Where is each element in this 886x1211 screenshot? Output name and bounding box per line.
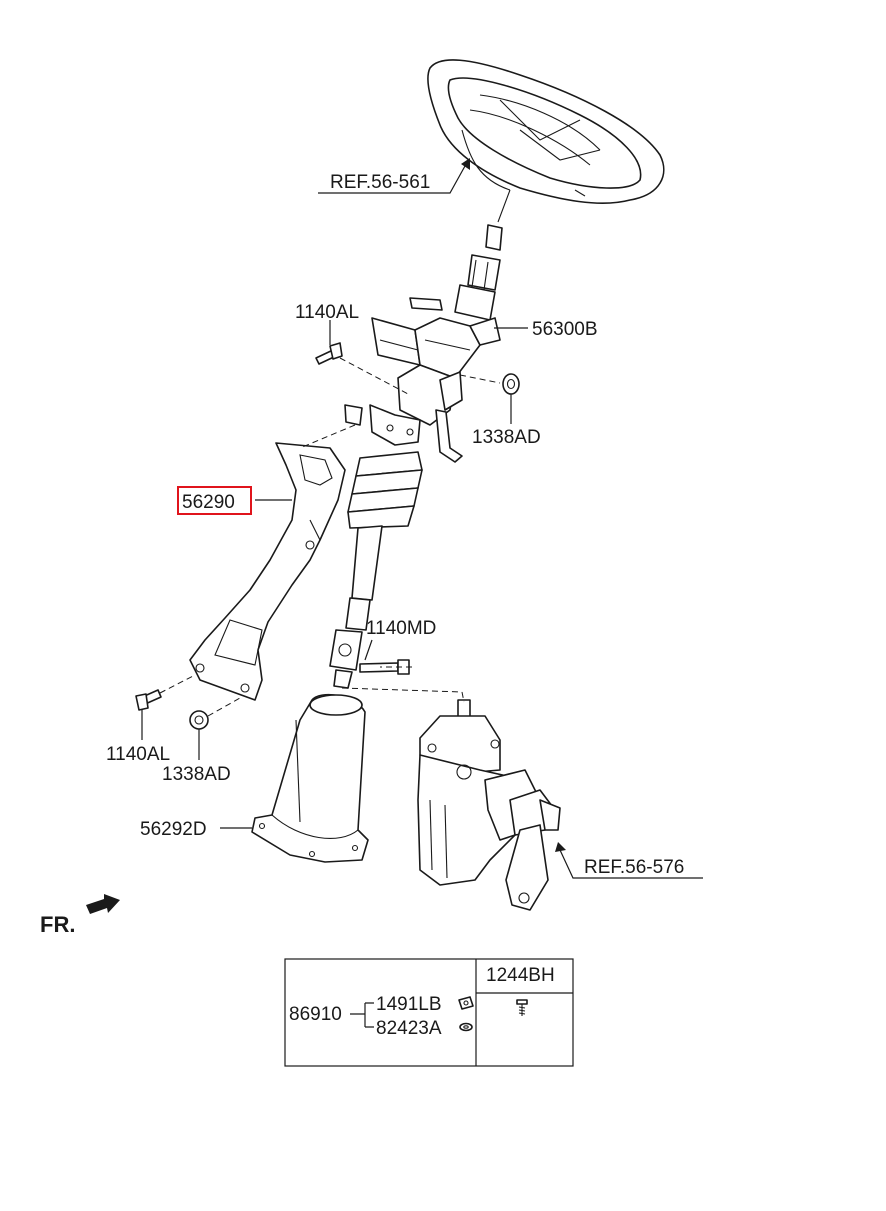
bolt-1140md-drawing — [359, 659, 410, 675]
screw-1244bh-icon — [516, 999, 528, 1016]
table-label-86910[interactable]: 86910 — [289, 1004, 342, 1025]
column-shaft-upper-drawing — [454, 224, 503, 321]
table-header-1244bh[interactable]: 1244BH — [486, 965, 555, 986]
label-ref-gear[interactable]: REF.56-576 — [584, 857, 684, 878]
label-boot[interactable]: 56292D — [140, 819, 207, 840]
steering-gear-box-drawing — [417, 699, 561, 911]
washer-82423a-icon — [459, 1022, 473, 1032]
lower-shaft-drawing — [329, 451, 423, 689]
mounting-bracket-drawing — [189, 442, 346, 701]
table-label-82423a[interactable]: 82423A — [376, 1018, 442, 1039]
label-bolt-bottom[interactable]: 1140AL — [106, 744, 170, 765]
nut-1338ad-right-drawing — [502, 373, 520, 395]
label-nut-bottom[interactable]: 1338AD — [162, 764, 231, 785]
highlight-box-56290 — [177, 486, 252, 515]
label-bracket[interactable]: 56290 — [182, 492, 235, 513]
assembly-lines — [159, 357, 501, 717]
bolt-1140al-top-drawing — [315, 342, 343, 365]
label-ref-wheel[interactable]: REF.56-561 — [330, 172, 430, 193]
table-label-1491lb[interactable]: 1491LB — [376, 994, 442, 1015]
clip-1491lb-icon — [458, 996, 474, 1010]
label-bolt-joint[interactable]: 1140MD — [366, 618, 436, 639]
label-bolt-top[interactable]: 1140AL — [295, 302, 359, 323]
column-body-drawing — [344, 297, 501, 463]
nut-1338ad-bottom-drawing — [189, 710, 209, 730]
bolt-1140al-bottom-drawing — [135, 689, 162, 711]
front-arrow-icon — [86, 894, 120, 914]
label-nut-right[interactable]: 1338AD — [472, 427, 541, 448]
parts-table: 1244BH 86910 1491LB 82423A — [284, 958, 574, 1067]
label-front: FR. — [40, 912, 75, 937]
label-column-assy[interactable]: 56300B — [532, 319, 598, 340]
boot-56292d-drawing — [251, 693, 369, 863]
leader-lines — [141, 158, 703, 879]
steering-wheel-drawing — [427, 59, 665, 223]
